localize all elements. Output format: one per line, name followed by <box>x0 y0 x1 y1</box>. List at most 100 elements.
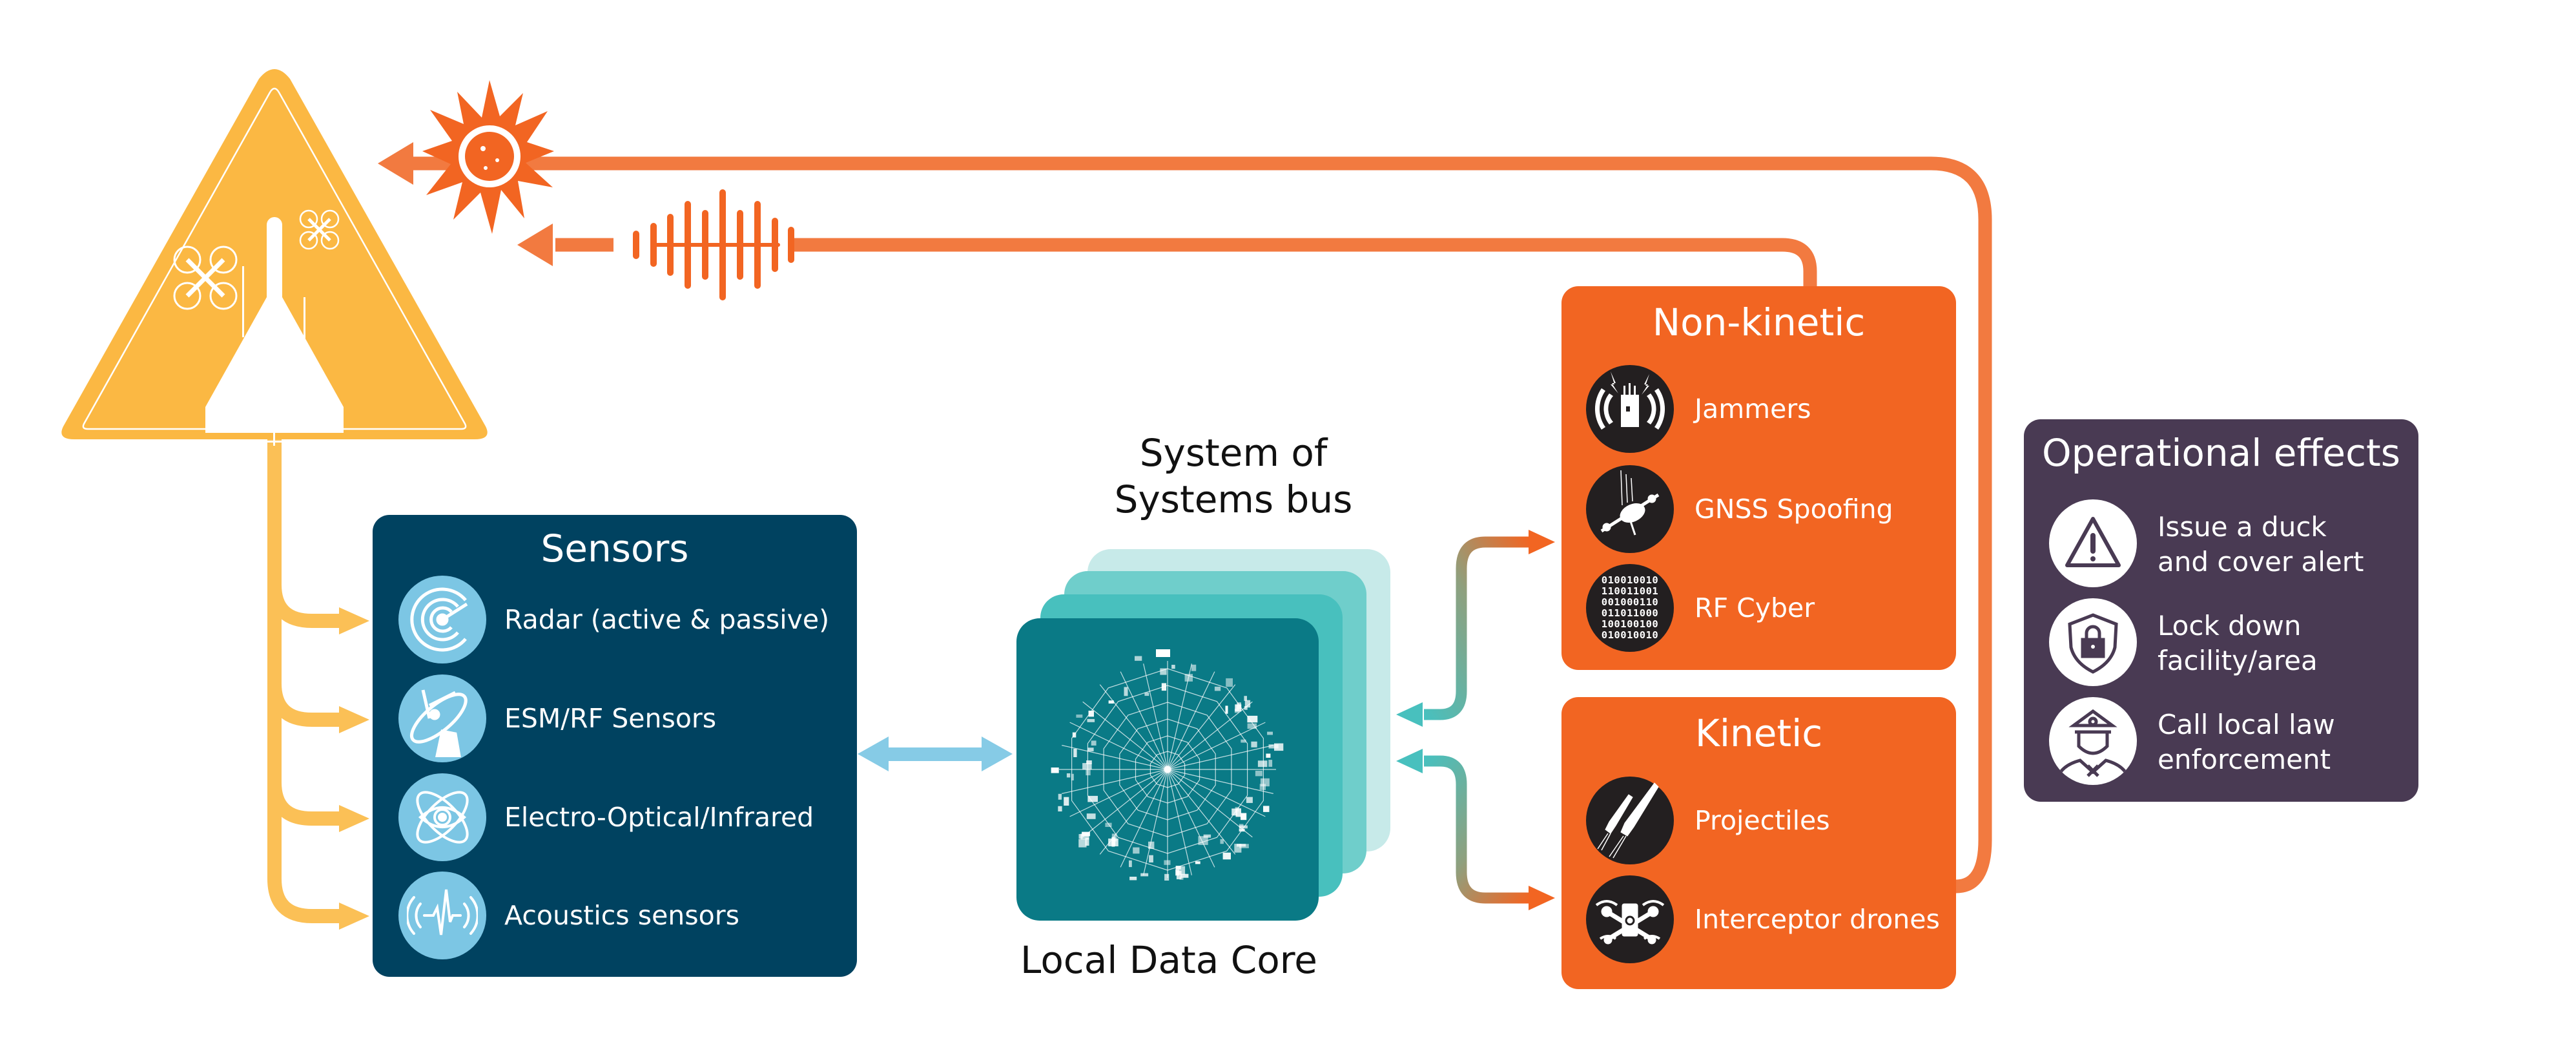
data-block <box>1086 769 1091 776</box>
signal-waveform-icon <box>633 189 794 300</box>
effect-item-law-enforcement: Call local law enforcement <box>2024 697 2418 788</box>
data-block <box>1078 834 1083 839</box>
effect-label-line1: Call local law <box>2158 709 2335 740</box>
detection-arrowheads <box>339 607 369 930</box>
bus-title-line1: System of <box>1139 431 1328 475</box>
quadcopter-small-icon <box>299 209 340 250</box>
data-block <box>1108 838 1118 846</box>
network-center <box>1164 766 1171 773</box>
network-spoke <box>1143 769 1168 875</box>
non-kinetic-title: Non-kinetic <box>1652 300 1866 344</box>
network-spoke <box>1167 671 1215 770</box>
effect-item-duck-and-cover: Issue a duck and cover alert <box>2024 499 2418 590</box>
kinetic-effect-link <box>378 142 1992 893</box>
data-block <box>1255 771 1262 777</box>
data-block <box>1231 808 1238 816</box>
arrowhead-esm <box>339 706 369 733</box>
network-spoke <box>1062 769 1168 794</box>
quadcopter-icon <box>173 245 238 310</box>
data-block <box>1191 664 1197 671</box>
explosion-icon <box>422 80 554 234</box>
data-block <box>1058 806 1062 811</box>
data-block <box>1140 873 1149 877</box>
binary-line: 110011001 <box>1601 585 1659 597</box>
data-block <box>1267 731 1273 735</box>
missiles-icon <box>1586 777 1674 864</box>
network-ring <box>1103 702 1232 837</box>
network-spoke <box>1099 684 1168 770</box>
data-block <box>1078 839 1087 848</box>
effect-label: Issue a duck and cover alert <box>2158 510 2364 580</box>
non-kinetic-effect-link <box>517 224 1817 286</box>
network-spoke <box>1167 701 1253 770</box>
data-block <box>1080 833 1089 840</box>
data-block <box>1268 760 1273 767</box>
binary-line: 010010010 <box>1601 574 1659 586</box>
network-spoke <box>1082 701 1168 770</box>
jammer-icon <box>1586 365 1674 453</box>
data-block <box>1144 692 1149 696</box>
data-block <box>1164 860 1171 865</box>
data-block <box>1263 806 1270 812</box>
network-spoke <box>1062 745 1168 770</box>
local-data-core-card <box>1016 618 1319 921</box>
effector-label: Interceptor drones <box>1695 904 1940 935</box>
data-block <box>1247 715 1258 723</box>
data-block <box>1133 847 1140 854</box>
sensor-label: Electro-Optical/Infrared <box>504 802 814 833</box>
sensor-bus-link <box>858 736 1013 771</box>
network-spoke <box>1167 769 1192 875</box>
data-block <box>1203 834 1211 838</box>
network-ring <box>1135 735 1200 804</box>
data-block <box>1082 763 1092 769</box>
network-spoke <box>1120 769 1168 868</box>
data-block <box>1195 861 1200 864</box>
data-block <box>1072 732 1077 738</box>
warning-icon <box>2049 499 2137 587</box>
data-block <box>1161 683 1166 691</box>
data-block <box>1071 773 1074 780</box>
data-block <box>1235 704 1242 712</box>
camera-drone-icon <box>1586 875 1674 963</box>
data-block <box>1088 711 1094 717</box>
data-block <box>1214 686 1221 691</box>
data-block <box>1241 739 1246 743</box>
data-block <box>1176 870 1182 879</box>
data-block <box>1266 753 1271 758</box>
sensor-item-esm-rf: ESM/RF Sensors <box>373 674 857 765</box>
binary-line: 011011000 <box>1601 607 1659 619</box>
data-block <box>1105 822 1112 827</box>
data-block <box>1091 740 1097 746</box>
data-block <box>1259 784 1266 790</box>
sensor-label: ESM/RF Sensors <box>504 703 717 734</box>
network-spoke <box>1069 769 1168 817</box>
effect-label-line2: enforcement <box>2158 744 2331 775</box>
data-block <box>1220 839 1224 844</box>
effector-item-interceptor-drones: Interceptor drones <box>1561 875 1956 966</box>
data-block <box>1076 715 1083 718</box>
effector-item-gnss-spoofing: GNSS Spoofing <box>1561 465 1956 556</box>
shield-lock-icon <box>2049 598 2137 686</box>
sensor-item-acoustic: Acoustics sensors <box>373 872 857 962</box>
data-block <box>1234 844 1242 853</box>
network-ring <box>1119 718 1216 820</box>
arrowhead-eoir <box>339 805 369 832</box>
effector-label: Projectiles <box>1695 805 1830 836</box>
data-block <box>1148 841 1155 849</box>
falling-drone-icon <box>1586 465 1674 553</box>
effector-label: RF Cyber <box>1695 592 1815 623</box>
network-spoke <box>1069 722 1168 770</box>
data-block <box>1180 873 1189 878</box>
effect-label-line1: Lock down <box>2158 610 2302 642</box>
data-block <box>1175 866 1186 875</box>
sensor-item-eo-ir: Electro-Optical/Infrared <box>373 773 857 864</box>
effector-label: Jammers <box>1695 393 1811 424</box>
data-block <box>1244 706 1248 710</box>
data-block <box>1124 687 1128 696</box>
data-block <box>1268 744 1279 749</box>
network-spoke <box>1120 671 1168 770</box>
network-spoke <box>1167 722 1266 770</box>
effector-item-projectiles: Projectiles <box>1561 777 1956 867</box>
core-non-kinetic-link <box>1396 530 1555 727</box>
